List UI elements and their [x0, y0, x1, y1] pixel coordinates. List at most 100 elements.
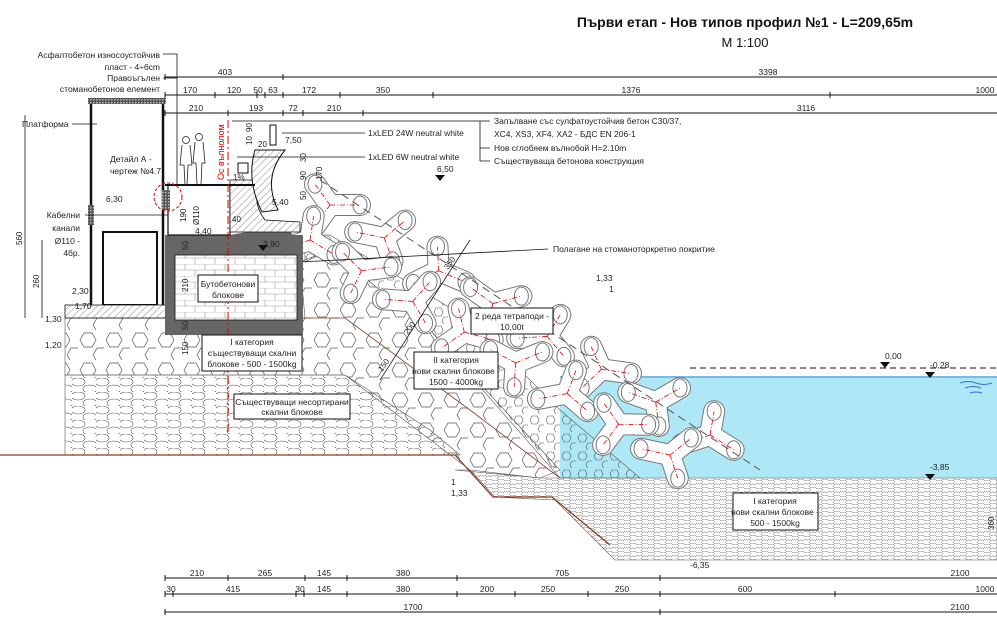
dim-label: 2100 [951, 568, 970, 578]
level-mark: 0,00 [885, 351, 902, 361]
dim-label: 50 [181, 241, 190, 250]
cat1-new-label: 500 - 1500kg [750, 518, 800, 528]
platform-roof [88, 98, 166, 104]
tetrapod-label: 2 реда тетраподи - [475, 311, 549, 321]
cat2-label: II категория [433, 355, 479, 365]
rubble-label-box [197, 274, 259, 303]
level-mark: 1,30 [45, 314, 62, 324]
dim-label: 360 [987, 516, 996, 530]
level-mark: 1,70 [75, 301, 92, 311]
rubble-label: блокове [212, 290, 244, 300]
level-mark: 4,40 [195, 226, 212, 236]
dim-label: 20 [258, 140, 267, 149]
callouts: 1xLED 24W neutral white 1xLED 6W neutral… [232, 116, 681, 166]
level-mark: 7,50 [285, 135, 302, 145]
bench-icon [237, 162, 249, 174]
dim-label: 145 [317, 568, 331, 578]
cable-label: 4бр. [63, 248, 80, 258]
dim-label: 260 [32, 274, 41, 288]
cable-duct-box [102, 231, 158, 306]
cat1-existing-label: блокове - 500 - 1500kg [207, 359, 296, 369]
shotcrete-leader [299, 248, 549, 263]
dim-label: 210 [181, 278, 190, 292]
dim-label: 210 [190, 568, 204, 578]
dim-label: 1000 [976, 85, 995, 95]
precast-wave-wall [251, 149, 287, 213]
level-mark: -6,35 [690, 560, 710, 570]
tetrapod-unit [592, 392, 660, 456]
level-mark: -0,28 [930, 360, 950, 370]
dim-label: 120 [227, 85, 241, 95]
dim-label: 210 [327, 103, 341, 113]
detail-a-marker [153, 182, 183, 212]
dim-label: 380 [396, 584, 410, 594]
dim-label: 210 [189, 103, 203, 113]
level-mark: -3,85 [930, 462, 950, 472]
dim-label: 193 [249, 103, 263, 113]
slope-ratio: 1 [451, 477, 456, 487]
element-joint [162, 190, 170, 210]
dim-label: 150 [181, 341, 190, 355]
slope-ratio: 1,33 [451, 488, 468, 498]
led24-label: 1xLED 24W neutral white [368, 128, 464, 138]
drawing-scale: M 1:100 [722, 35, 769, 50]
level-mark: 1,20 [45, 340, 62, 350]
dim-label: 380 [396, 568, 410, 578]
platform-label: Платформа [22, 119, 69, 129]
level-mark: 3,90 [263, 239, 280, 249]
cat2-label: нови скални блокове - [412, 366, 500, 376]
dim-label: 90 [245, 123, 254, 132]
tetrapod-label-box [470, 307, 554, 335]
dim-label: 90 [299, 171, 308, 180]
ground-line [0, 454, 611, 546]
shotcrete-label: Полагане на стоманоторкретно покритие [553, 244, 715, 254]
dim-label: 30 [166, 584, 176, 594]
tetrapod-unit [526, 359, 599, 423]
cat1-new-label: нови скални блокове - [731, 507, 819, 517]
asphalt-label: пласт - 4÷6cm [105, 62, 160, 72]
level-mark: 6,30 [106, 194, 123, 204]
dim-label: 1700 [404, 602, 423, 612]
concrete-fill-label: Запълване със сулфатоустойчив бетон C30/… [494, 116, 681, 126]
cable-label: Кабелни [47, 210, 81, 220]
dim-label: 3116 [797, 103, 816, 113]
slope-ratio: 1 [609, 284, 614, 294]
rubble-label: Бутобетонови [201, 279, 256, 289]
led6-label: 1xLED 6W neutral white [368, 152, 459, 162]
dim-label: 600 [738, 584, 752, 594]
dim-label: 30 [295, 584, 305, 594]
wave-wall-label: Нов сглобяем вълнобой H=2.10m [494, 143, 626, 153]
detail-label: Детайл А - [110, 154, 152, 164]
led-24w-lamp-icon [269, 124, 277, 146]
dim-label: 50 [181, 321, 190, 330]
slope-ratio: 1,33 [596, 273, 613, 283]
cat2-label-box [413, 351, 499, 390]
cat1-existing-label-box [201, 334, 303, 372]
dim-label: 170 [183, 85, 197, 95]
tetrapod-unit [371, 270, 442, 335]
dim-label: 2100 [951, 602, 970, 612]
dim-label: 250 [541, 584, 555, 594]
dim-label: 50 [253, 85, 263, 95]
dim-label: 1% [233, 173, 245, 182]
dim-label: 560 [15, 231, 24, 245]
dim-label: 50 [299, 191, 308, 200]
people-icon [179, 133, 206, 186]
dim-label: 40 [232, 215, 241, 224]
new-cat1-blocks-layer [454, 469, 997, 561]
dim-label: 415 [226, 584, 240, 594]
water-wave-icon [959, 381, 993, 394]
dim-label: 705 [555, 568, 569, 578]
tetrapod-unit [571, 335, 642, 399]
left-annotations: Асфалтобетон износоустойчив пласт - 4÷6c… [15, 50, 178, 318]
level-mark: 5,40 [272, 197, 289, 207]
dim-label: 350 [376, 85, 390, 95]
level-marks: 6,30 6,50 5,40 4,40 3,90 2,30 1,70 1,30 … [45, 135, 950, 570]
unsorted-label-box [233, 393, 351, 420]
dim-label: 190 [179, 208, 188, 222]
dim-label: 145 [317, 584, 331, 594]
cable-label: Ø110 - [55, 236, 81, 246]
dim-label: 10 [245, 136, 254, 145]
tetrapod-unit [630, 427, 703, 490]
